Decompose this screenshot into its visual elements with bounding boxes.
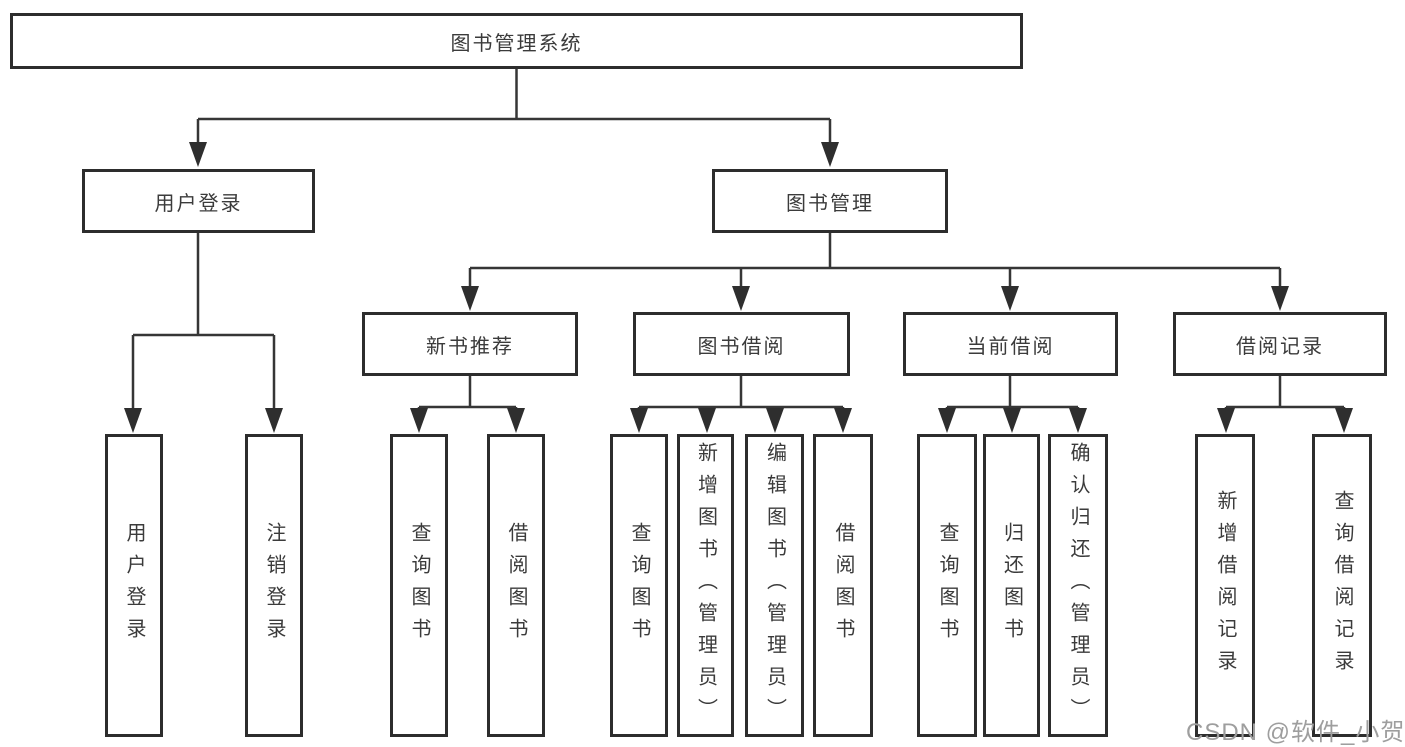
node-new-book-recommend: 新书推荐 [362, 312, 578, 376]
leaf-add-books-admin: 新增图书（管理员） [677, 434, 734, 737]
leaf-confirm-return-admin: 确认归还（管理员） [1048, 434, 1108, 737]
node-user-login: 用户登录 [82, 169, 315, 233]
leaf-add-borrow-record: 新增借阅记录 [1195, 434, 1255, 737]
node-root-system: 图书管理系统 [10, 13, 1023, 69]
leaf-query-books-current: 查询图书 [917, 434, 977, 737]
leaf-return-books: 归还图书 [983, 434, 1040, 737]
leaf-borrow-books-recommend: 借阅图书 [487, 434, 545, 737]
leaf-edit-books-admin: 编辑图书（管理员） [745, 434, 804, 737]
leaf-query-books-borrow: 查询图书 [610, 434, 668, 737]
csdn-watermark: CSDN @软件_小贺同学 [1186, 719, 1405, 746]
leaf-borrow-books: 借阅图书 [813, 434, 873, 737]
leaf-query-borrow-record: 查询借阅记录 [1312, 434, 1372, 737]
leaf-user-login: 用户登录 [105, 434, 163, 737]
node-book-management: 图书管理 [712, 169, 948, 233]
node-current-borrow: 当前借阅 [903, 312, 1118, 376]
node-borrow-records: 借阅记录 [1173, 312, 1387, 376]
leaf-query-books-recommend: 查询图书 [390, 434, 448, 737]
node-book-borrow: 图书借阅 [633, 312, 850, 376]
leaf-logout: 注销登录 [245, 434, 303, 737]
